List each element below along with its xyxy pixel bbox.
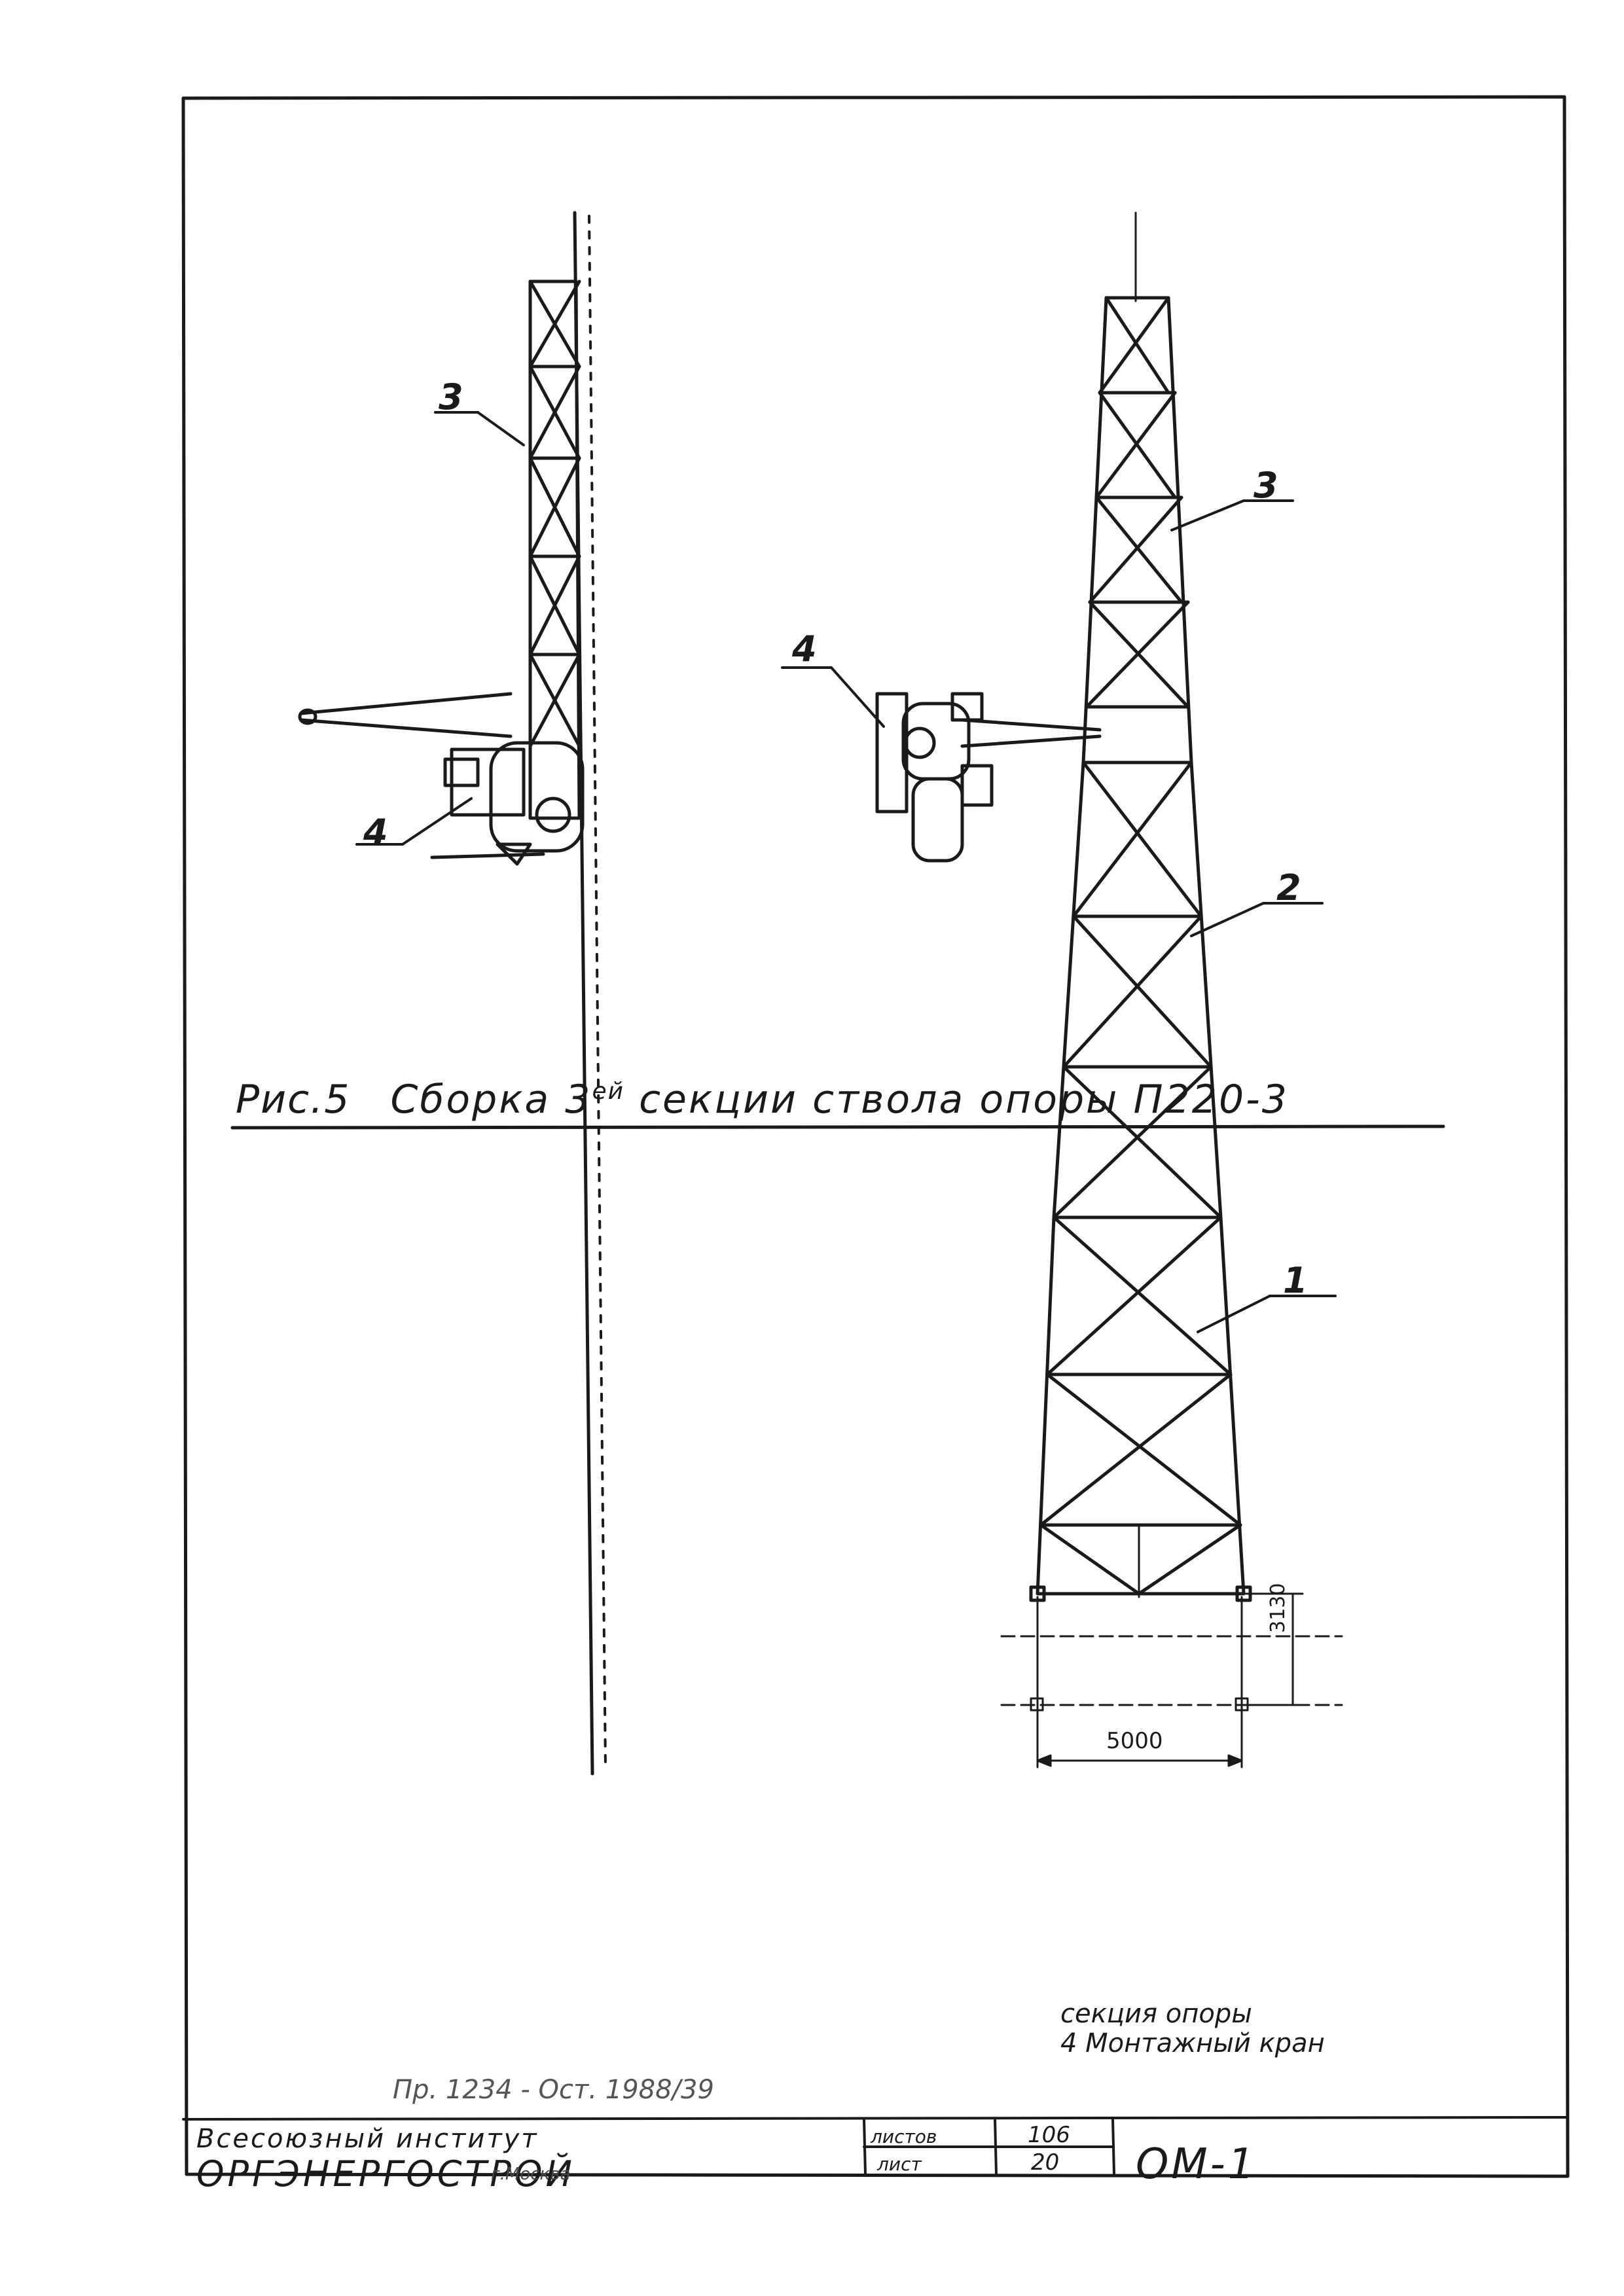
callout-crane-side: 4 [363,812,388,853]
callout-section-1: 1 [1283,1260,1308,1301]
figure-caption: Рис.5 Сборка 3ей секции ствола опоры П22… [236,1077,1289,1122]
callout-section-2: 2 [1276,867,1301,908]
institute-name: Всесоюзный институт [196,2124,539,2154]
callout-leaders [355,411,1337,1333]
tower-front-view [875,211,1252,1602]
title-block-grid [182,2116,1569,2176]
legend-line-1: секция опоры [1060,1999,1252,2029]
caption-title-a: Сборка 3 [390,1077,592,1122]
caption-superscript: ей [592,1078,624,1105]
tower-side-view [298,211,607,1776]
sheet-label: лист [877,2153,922,2175]
sheet-value: 20 [1031,2149,1060,2176]
document-code: ОМ-1 [1136,2140,1257,2189]
caption-number: Рис.5 [236,1077,351,1122]
stamp-note: Пр. 1234 - Ост. 1988/39 [393,2075,714,2105]
legend-line-2: 4 Монтажный кран [1060,2028,1325,2058]
callout-section-3-front: 3 [1254,465,1278,506]
institute-city: г.Москва [491,2164,571,2184]
caption-underline [230,1124,1445,1130]
sheets-value: 106 [1028,2122,1070,2148]
caption-title-b: секции ствола опоры П220-3 [624,1077,1289,1122]
dimension-width-label: 5000 [1106,1728,1163,1754]
institute-title: ОРГЭНЕРГОСТРОЙ [196,2153,575,2195]
callout-crane-front: 4 [792,628,817,670]
dimension-height-label: 3130 [1267,1583,1290,1633]
sheets-label: листов [871,2126,937,2147]
foundation-dimensions [1000,1592,1343,1768]
sheet-frame [181,95,1570,2178]
callout-section-3-side: 3 [439,376,463,418]
